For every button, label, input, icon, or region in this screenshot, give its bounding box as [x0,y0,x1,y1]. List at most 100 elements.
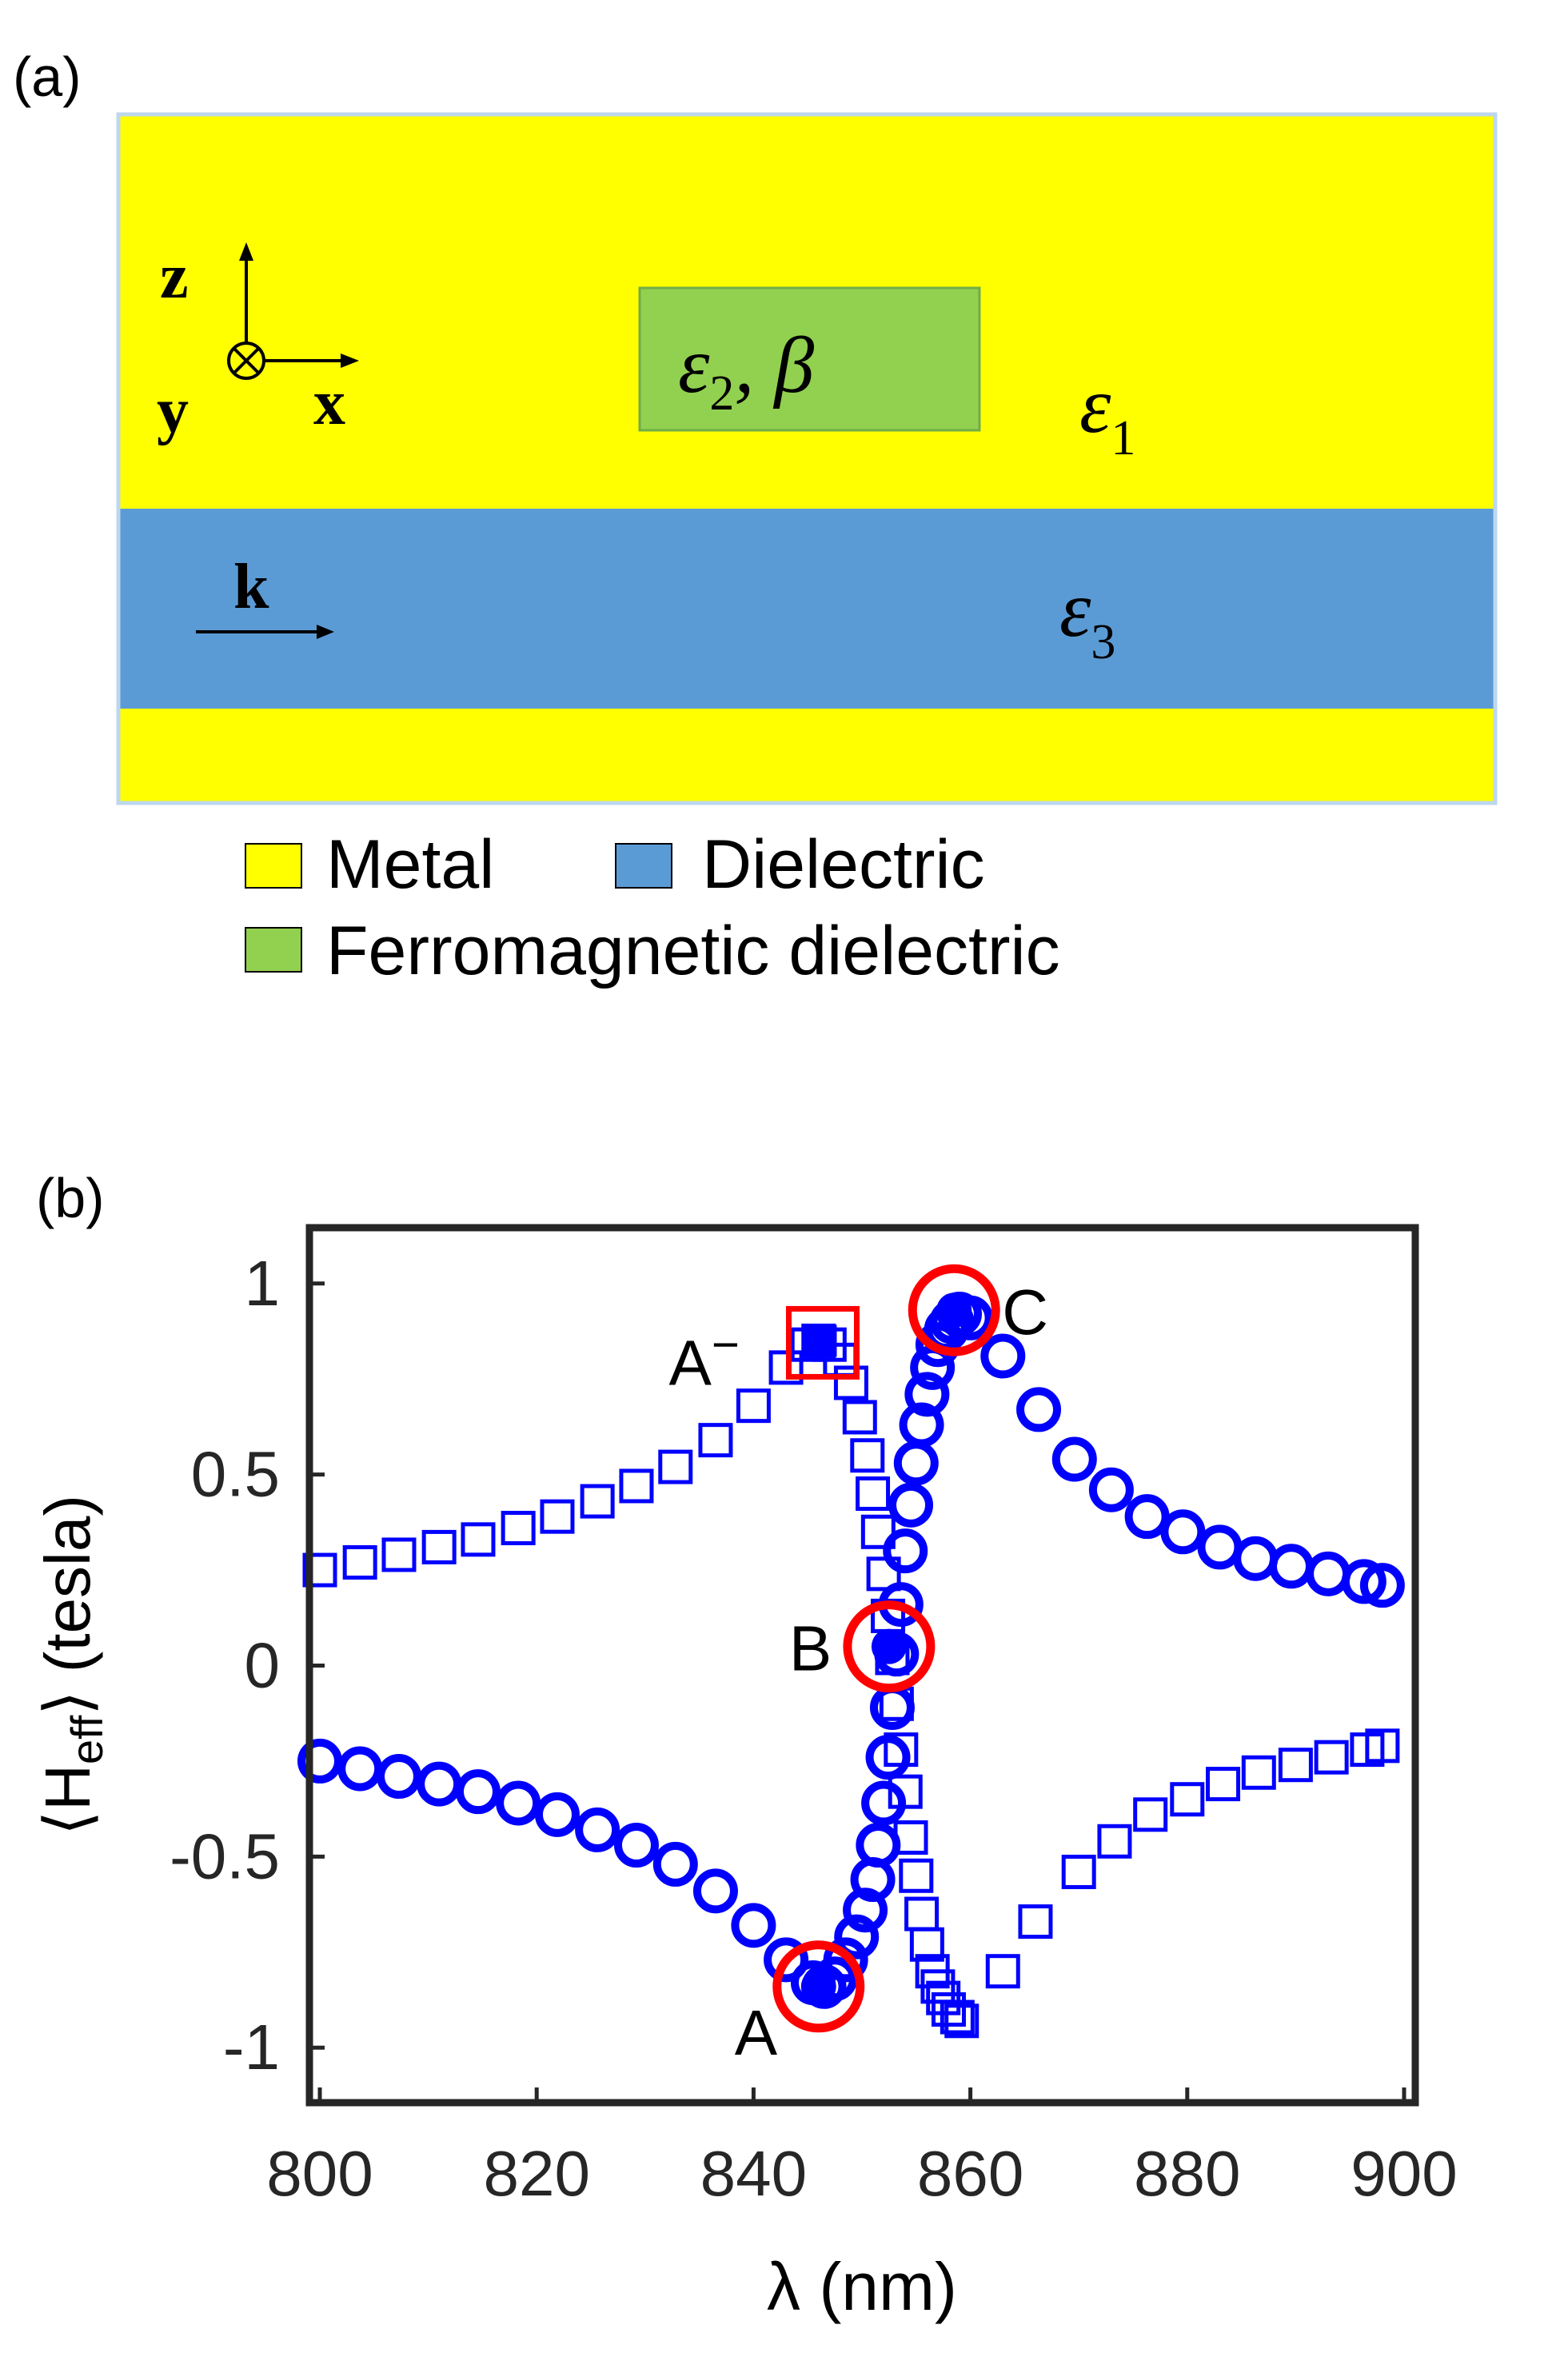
circle-marker [823,1937,868,1983]
highlight-fill [871,1628,907,1664]
plot-frame [305,1224,1419,2107]
coordinate-axes: z y x [157,242,359,446]
square-marker [1365,1728,1400,1764]
legend-label-ferromagnetic: Ferromagnetic dielectric [326,913,1060,989]
eps3-label: ε3 [1059,565,1115,669]
circle-marker [534,1792,580,1837]
square-marker [1170,1782,1205,1817]
square-marker [501,1511,536,1546]
x-tick-label: 840 [700,2138,807,2209]
circle-marker [337,1746,383,1792]
eps1-symbol: ε [1079,361,1111,449]
circle-marker [1306,1551,1351,1596]
circle-marker [692,1868,738,1914]
square-marker [842,1400,877,1435]
circle-marker [496,1780,541,1826]
square-marker [1278,1748,1313,1783]
square-marker [833,1365,868,1400]
axis-label-y: y [157,376,189,446]
x-tick-label: 860 [917,2138,1023,2209]
square-marker [421,1529,457,1564]
beta-symbol: , β [734,321,814,409]
legend-swatch-metal [245,843,302,889]
square-marker [302,1552,337,1588]
eps2-subscript: 2 [709,366,734,421]
legend-label-dielectric: Dielectric [702,826,985,903]
z-arrow-head-icon [239,242,253,261]
highlight-fill [800,1968,836,2004]
y-tick-label: 1 [245,1248,281,1319]
eps2-beta-label: ε2, β [678,321,814,421]
square-marker [580,1484,615,1519]
y-tick-label: 0 [245,1630,281,1701]
legend-swatch-dielectric [615,843,672,889]
circle-marker [904,1372,950,1417]
circle-marker [843,1888,888,1933]
x-arrow-head-icon [341,354,359,368]
circle-marker [899,1402,944,1448]
circle-marker [893,1440,939,1486]
circle-marker [455,1769,501,1815]
square-marker [1061,1854,1096,1889]
circle-marker [1124,1494,1170,1540]
square-marker [866,1556,901,1592]
circle-marker [613,1823,659,1868]
circle-marker [883,1528,928,1574]
square-marker [381,1537,417,1572]
circle-marker [1160,1509,1206,1555]
square-marker [461,1522,496,1557]
y-axis-title: ⟨Heff⟩ (tesla) [32,1495,112,1836]
circle-marker [652,1841,698,1887]
eps1-label: ε1 [1079,361,1135,465]
square-marker [698,1423,733,1458]
legend-label-metal: Metal [326,826,494,903]
circle-marker [376,1754,421,1800]
wave-vector: k [196,552,334,639]
square-marker [342,1545,377,1580]
ferromagnetic-block [638,286,981,432]
y-tick-label: -1 [223,2011,280,2083]
circle-marker [1359,1563,1405,1608]
wave-vector-label: k [233,552,269,622]
square-marker [899,1858,934,1893]
eps3-subscript: 3 [1091,615,1115,669]
circle-marker [417,1761,462,1807]
circle-marker [888,1482,934,1528]
square-marker [1206,1767,1241,1802]
point-label: A [735,1997,778,2068]
circle-marker [1088,1467,1134,1512]
circle-marker [1233,1536,1279,1581]
circle-marker [1197,1524,1243,1570]
highlight-circle [843,1600,936,1693]
circle-marker [980,1333,1026,1379]
square-marker [850,1438,885,1473]
axis-label-z: z [160,242,189,312]
circle-marker [865,1735,911,1780]
highlight-circle [908,1264,1000,1356]
x-tick-label: 900 [1351,2138,1457,2209]
x-axis-title: λ (nm) [767,2249,957,2324]
y-tick-label: 0.5 [191,1439,280,1510]
panel-a: (a) z y x k ε2, β ε1 ε3 [13,46,1498,989]
legend: Metal Dielectric Ferromagnetic dielectri… [245,826,1060,989]
highlight-fill [936,1292,972,1328]
circle-marker [834,1914,880,1960]
data-series [297,1291,1405,2039]
square-marker [1133,1797,1168,1832]
y-tick-label: -0.5 [170,1820,280,1892]
metal-bottom-region [118,709,1495,803]
highlight-square [785,1305,860,1380]
point-label: C [1002,1276,1048,1348]
circle-marker [1016,1387,1062,1432]
square-marker [1097,1824,1132,1859]
circle-marker [297,1738,342,1784]
square-marker [904,1896,940,1932]
square-marker [1314,1740,1349,1775]
square-marker [920,1969,956,2004]
axis-label-x: x [313,368,345,438]
panel-a-label: (a) [13,46,82,108]
